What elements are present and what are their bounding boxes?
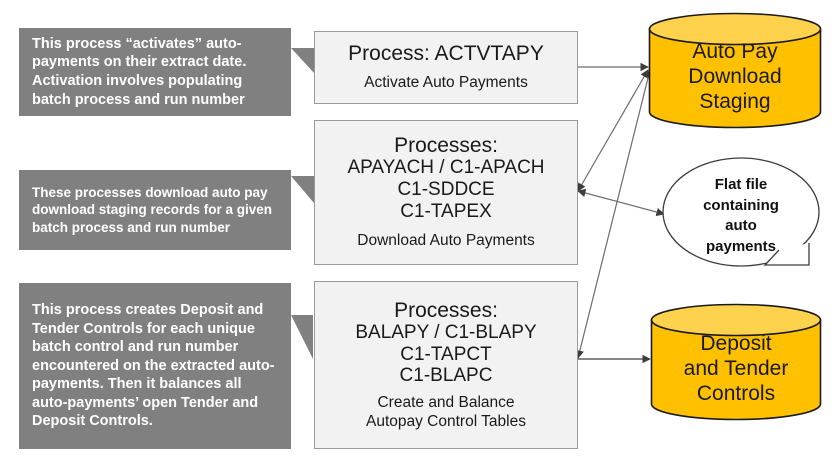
cylinder-shape-staging <box>648 12 822 129</box>
process-download-code-2: C1-TAPEX <box>400 200 492 222</box>
callout-download-note-text: These processes download auto pay downlo… <box>32 185 273 235</box>
datastore-staging-label: Auto Pay Download Staging <box>688 40 782 114</box>
datastore-deposit-label: Deposit and Tender Controls <box>683 332 789 406</box>
process-box-download[interactable]: Processes: APAYACH / C1-APACH C1-SDDCE C… <box>314 120 578 265</box>
callout-download-note-tail <box>291 176 314 203</box>
process-activate-header: Process: ACTVTAPY <box>348 41 544 65</box>
callout-balance-note: This process creates Deposit and Tender … <box>19 283 291 449</box>
process-download-subtitle: Download Auto Payments <box>357 232 535 250</box>
flat-file-label: Flat file containing auto payments <box>703 176 779 256</box>
callout-balance-note-tail <box>291 315 313 359</box>
flat-file-shape <box>662 157 820 267</box>
process-balance-code-0: BALAPY / C1-BLAPY <box>355 322 537 344</box>
callout-activate-note: This process “activates” auto-payments o… <box>19 28 291 116</box>
process-download-header: Processes: <box>394 133 498 157</box>
connector-download-to-flat-file <box>577 188 665 217</box>
process-download-code-1: C1-SDDCE <box>397 179 495 201</box>
process-download-code-0: APAYACH / C1-APACH <box>347 157 545 179</box>
process-box-balance[interactable]: Processes: BALAPY / C1-BLAPY C1-TAPCT C1… <box>314 281 578 449</box>
process-balance-code-2: C1-BLAPC <box>399 365 493 387</box>
callout-balance-note-text: This process creates Deposit and Tender … <box>32 302 275 430</box>
cylinder-shape-deposit <box>650 303 822 421</box>
process-balance-header: Processes: <box>394 298 498 322</box>
connector-download-to-staging <box>577 69 649 192</box>
datastore-deposit-and-tender-controls[interactable]: Deposit and Tender Controls <box>650 303 822 421</box>
process-box-activate[interactable]: Process: ACTVTAPY Activate Auto Payments <box>314 31 578 104</box>
connector-balance-to-staging <box>575 69 653 359</box>
callout-activate-note-text: This process “activates” auto-payments o… <box>32 35 247 108</box>
callout-download-note: These processes download auto pay downlo… <box>19 170 291 250</box>
callout-activate-note-tail <box>291 48 315 74</box>
process-balance-subtitle: Create and Balance Autopay Control Table… <box>366 394 526 430</box>
process-balance-code-1: C1-TAPCT <box>400 343 492 365</box>
datastore-flat-file[interactable]: Flat file containing auto payments <box>661 155 837 281</box>
process-activate-subtitle: Activate Auto Payments <box>364 74 528 92</box>
datastore-auto-pay-download-staging[interactable]: Auto Pay Download Staging <box>648 12 822 129</box>
